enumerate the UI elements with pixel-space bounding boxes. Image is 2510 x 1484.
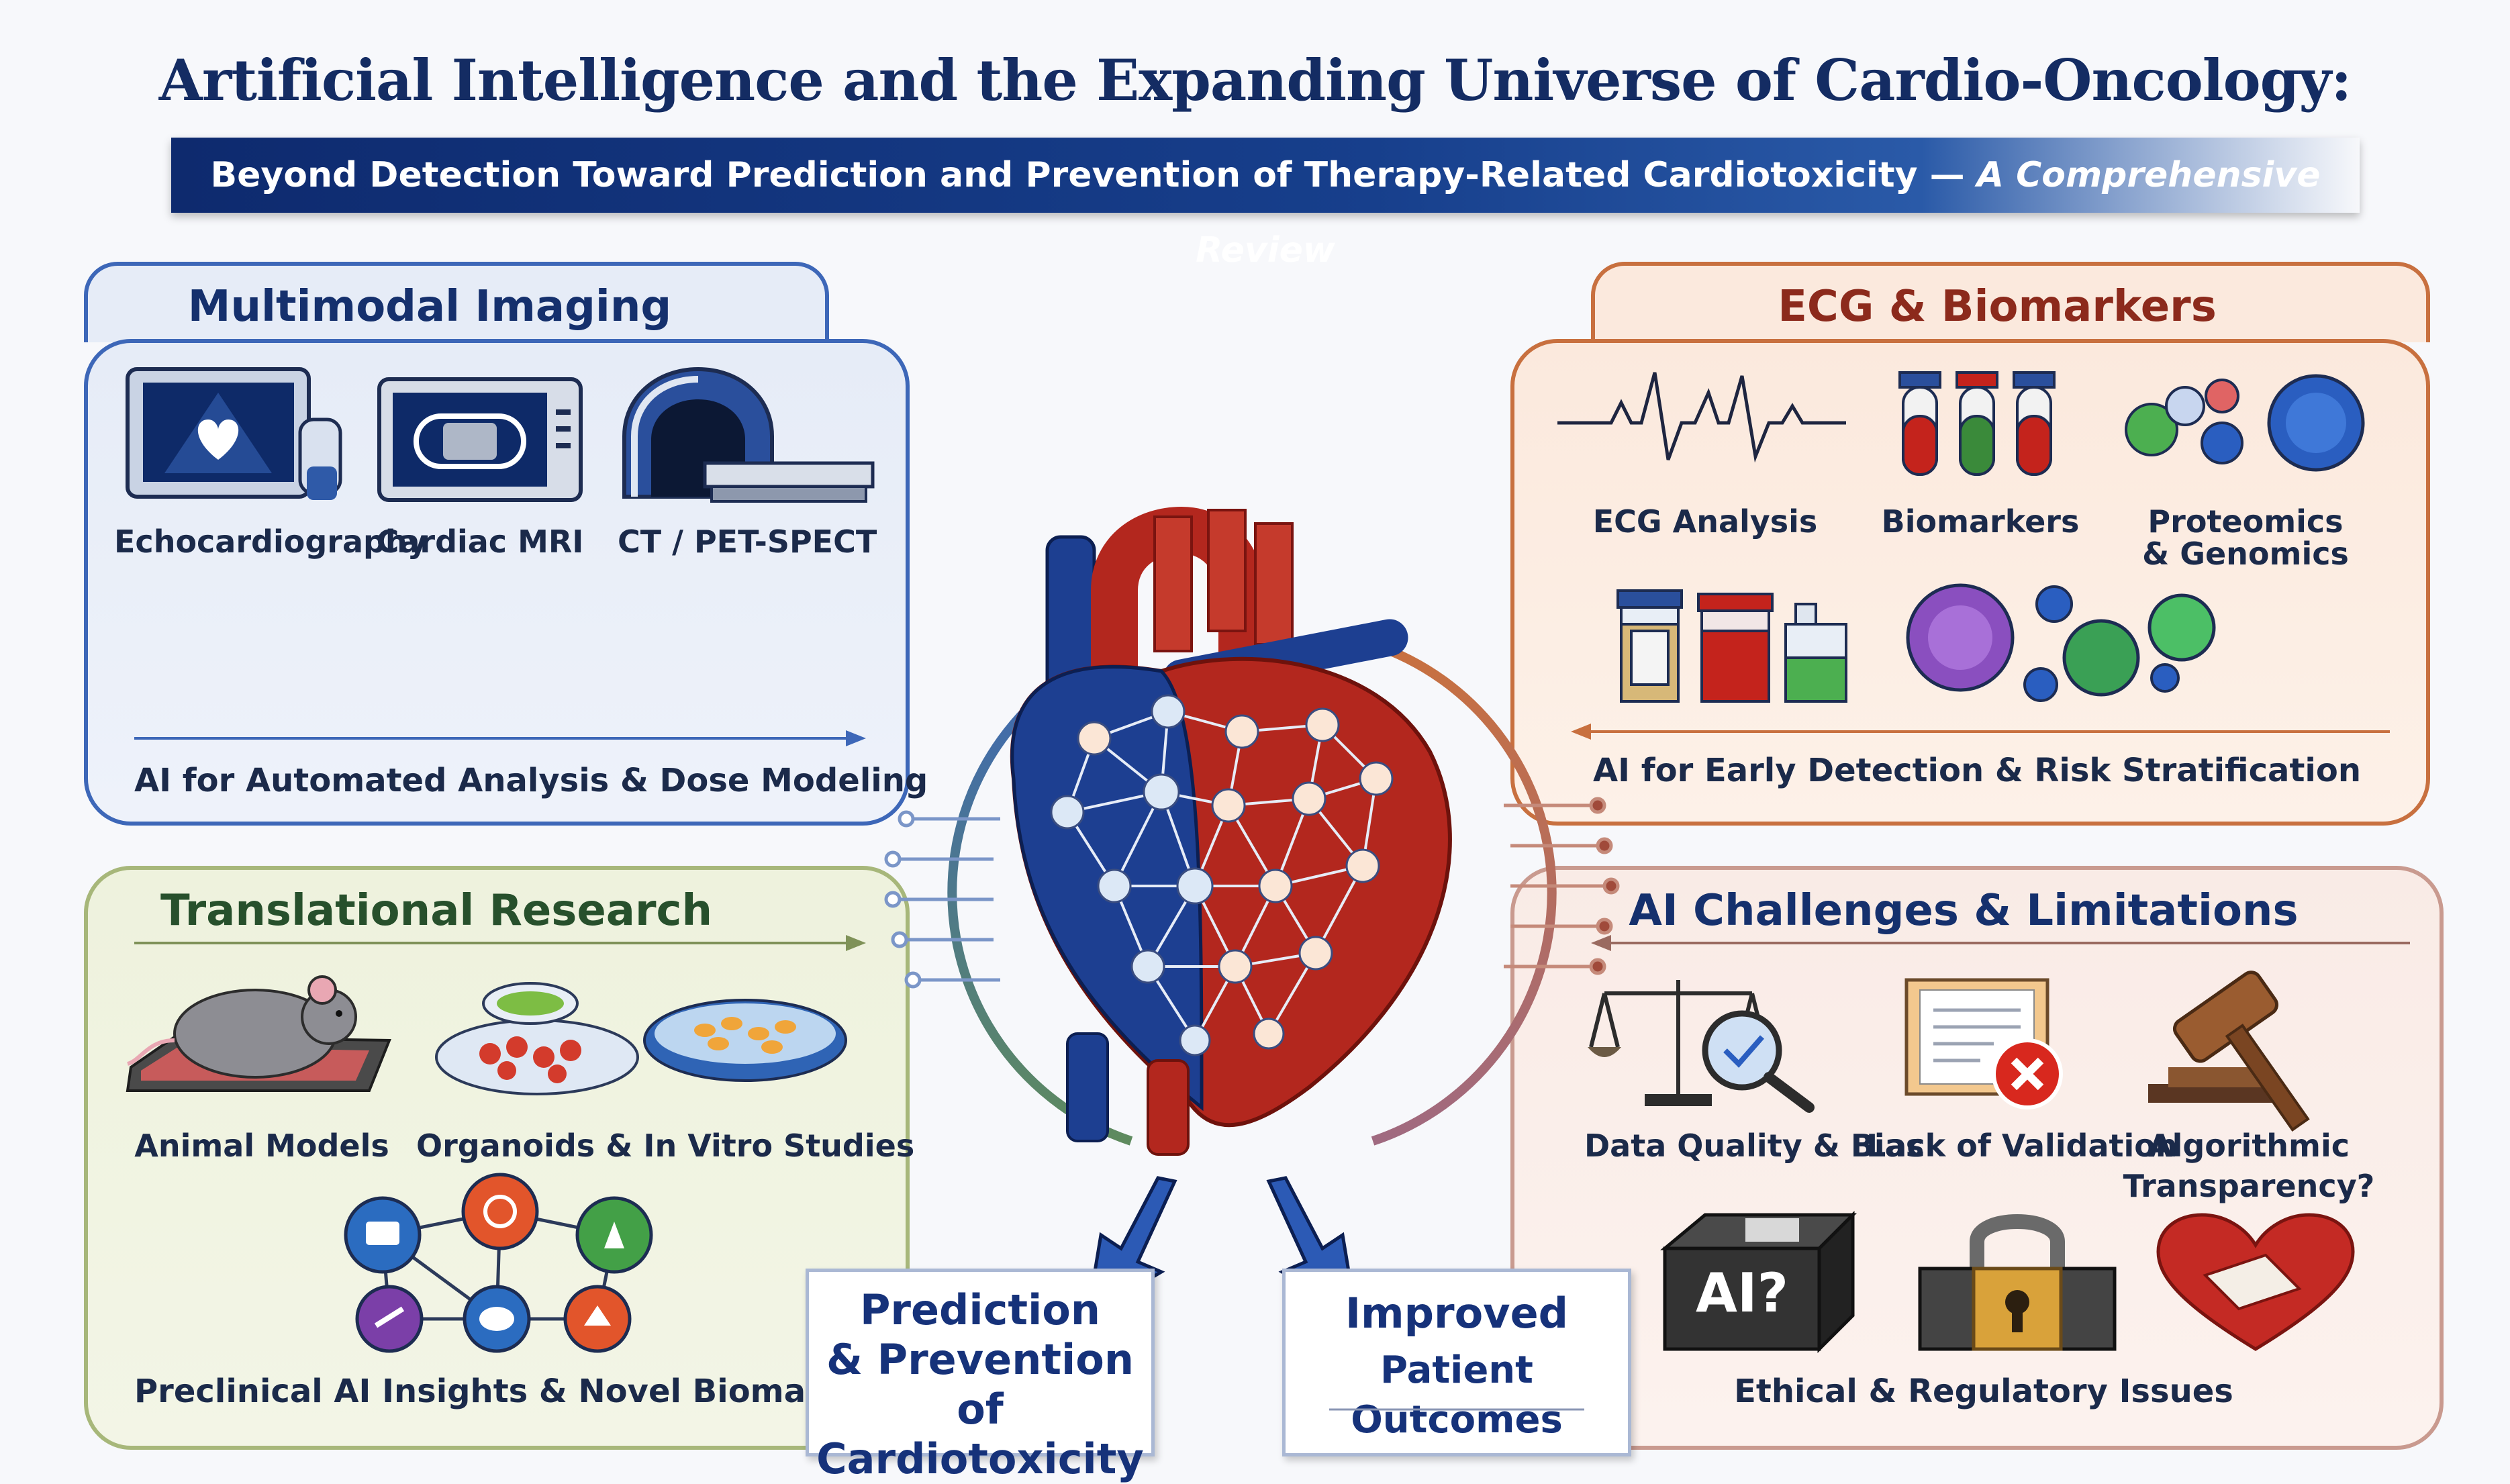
ecg-panel-tab bbox=[1591, 262, 2430, 342]
challenges-footer: Ethical & Regulatory Issues bbox=[1734, 1373, 2233, 1410]
outcomes-box bbox=[1282, 1269, 1631, 1456]
outcomes-line-2: Patient Outcomes bbox=[1351, 1348, 1563, 1442]
echocardiography-label: Echocardiography bbox=[114, 524, 428, 560]
challenges-panel bbox=[1510, 866, 2444, 1450]
broken-heart-icon bbox=[2156, 1213, 2355, 1351]
ecg-panel-title: ECG & Biomarkers bbox=[1778, 282, 2217, 332]
imaging-footer: AI for Automated Analysis & Dose Modelin… bbox=[134, 762, 928, 799]
proteomics-label: Proteomics bbox=[2147, 503, 2344, 540]
prediction-line-1: Prediction bbox=[859, 1285, 1101, 1334]
black-box-badge: AI? bbox=[1695, 1262, 1789, 1324]
mouse-icon bbox=[126, 975, 391, 1092]
imaging-panel-title: Multimodal Imaging bbox=[187, 282, 672, 332]
proteomics-molecules-icon bbox=[2125, 374, 2365, 472]
lack-validation-label: Lack of Validation bbox=[1866, 1128, 2178, 1164]
biomarkers-label: Biomarkers bbox=[1881, 503, 2080, 540]
page-title: Artificial Intelligence and the Expandin… bbox=[158, 47, 2352, 113]
gavel-icon bbox=[2148, 971, 2310, 1132]
echocardiography-icon bbox=[126, 367, 342, 500]
algorithmic-label: Algorithmic bbox=[2147, 1128, 2350, 1164]
genomics-label: & Genomics bbox=[2142, 536, 2349, 572]
imaging-panel-tab bbox=[84, 262, 829, 342]
translational-panel-title: Translational Research bbox=[160, 886, 713, 936]
cardiac-mri-icon bbox=[377, 377, 583, 502]
translational-footer: Preclinical AI Insights & Novel Biomarke… bbox=[134, 1373, 900, 1410]
subtitle-main: Beyond Detection Toward Prediction and P… bbox=[210, 155, 1977, 195]
organoids-label: Organoids & In Vitro Studies bbox=[416, 1128, 915, 1164]
outcomes-line-1: Improved bbox=[1345, 1289, 1569, 1338]
prediction-line-3: of Cardiotoxicity bbox=[816, 1385, 1144, 1483]
lab-vials-icon bbox=[1616, 589, 1847, 703]
ecg-analysis-label: ECG Analysis bbox=[1592, 503, 1818, 540]
petri-dish-icon bbox=[435, 982, 847, 1095]
validation-document-icon bbox=[1904, 978, 2063, 1109]
black-box-icon bbox=[1660, 1210, 1857, 1354]
ecg-waveform-icon bbox=[1557, 372, 1846, 463]
ct-pet-spect-label: CT / PET-SPECT bbox=[618, 524, 877, 560]
cardiac-mri-label: Cardiac MRI bbox=[376, 524, 584, 560]
prediction-line-2: & Prevention bbox=[826, 1335, 1134, 1384]
heart-illustration-icon bbox=[1010, 506, 1452, 1156]
ecg-footer: AI for Early Detection & Risk Stratifica… bbox=[1592, 752, 2361, 789]
subtitle-italic: A Comprehensive Review bbox=[1196, 155, 2321, 270]
prediction-box bbox=[806, 1269, 1155, 1456]
transparency-label: Transparency? bbox=[2123, 1168, 2375, 1204]
cells-icon bbox=[1906, 583, 2216, 702]
ecg-arrow-icon bbox=[1571, 724, 2390, 740]
challenges-panel-title: AI Challenges & Limitations bbox=[1629, 886, 2299, 936]
ct-pet-spect-icon bbox=[622, 366, 875, 503]
animal-models-label: Animal Models bbox=[134, 1128, 389, 1164]
challenges-arrow-icon bbox=[1591, 935, 2410, 951]
ai-network-icon bbox=[344, 1173, 653, 1353]
subtitle-banner: Beyond Detection Toward Prediction and P… bbox=[171, 138, 2360, 270]
imaging-arrow-icon bbox=[134, 730, 866, 746]
scales-magnifier-icon bbox=[1588, 980, 1815, 1113]
padlock-icon bbox=[1918, 1214, 2117, 1351]
biomarker-tubes-icon bbox=[1898, 371, 2056, 476]
subtitle-text: Beyond Detection Toward Prediction and P… bbox=[171, 138, 2360, 270]
outcomes-underline-icon bbox=[1329, 1408, 1584, 1411]
translational-arrow-icon bbox=[134, 935, 866, 951]
